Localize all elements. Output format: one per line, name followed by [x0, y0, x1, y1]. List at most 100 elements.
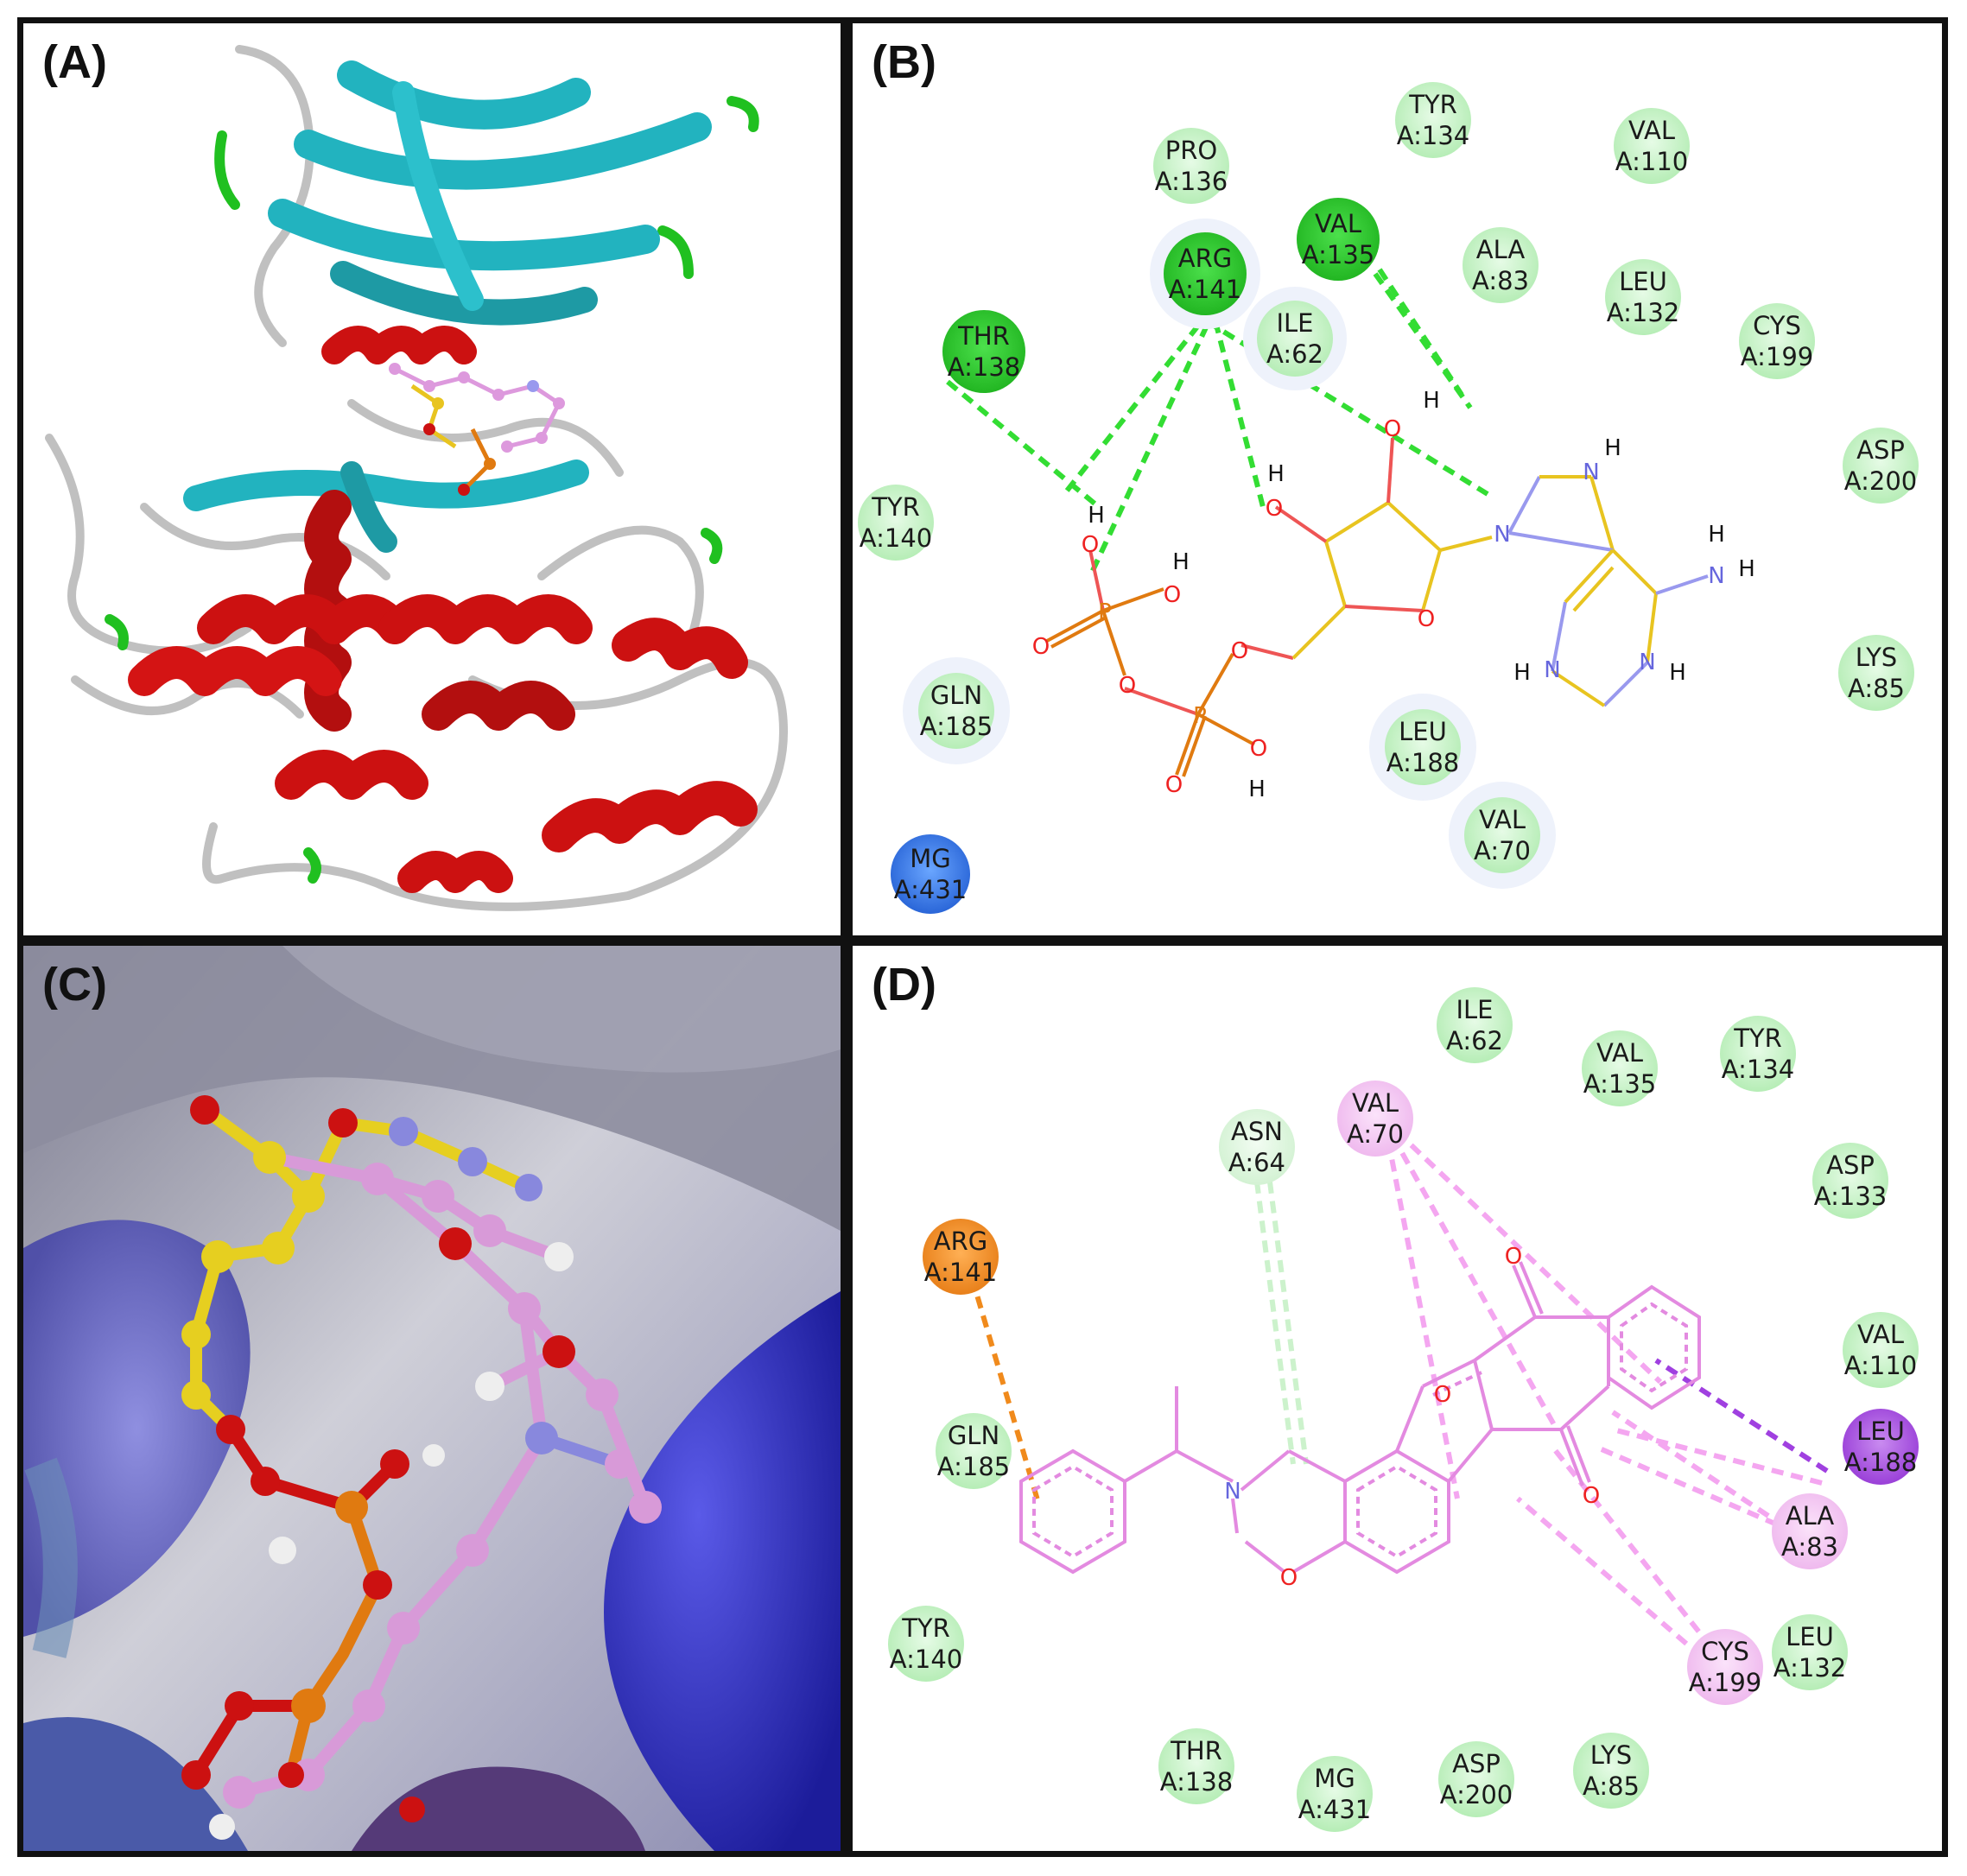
svg-text:LEU: LEU: [1856, 1417, 1905, 1446]
atom-o: O: [1583, 1483, 1600, 1509]
svg-text:CYS: CYS: [1701, 1637, 1749, 1666]
atom-o: O: [1384, 416, 1401, 442]
sheet-strand: [392, 81, 484, 311]
turn: [303, 847, 321, 884]
native-ligand-structure: [1046, 437, 1709, 777]
svg-text:A:188: A:188: [1844, 1448, 1917, 1477]
svg-text:A:110: A:110: [1615, 147, 1688, 176]
pi-alkyl-cys199-b: [1516, 1496, 1718, 1672]
panel-d-interaction-diagram: (D): [847, 940, 1948, 1857]
panel-c-label: (C): [42, 959, 107, 1011]
atom-h: H: [1267, 461, 1285, 487]
svg-text:GLN: GLN: [948, 1421, 999, 1450]
hbond-arg141-o2: [1088, 324, 1209, 578]
svg-text:A:136: A:136: [1155, 167, 1228, 196]
svg-text:TYR: TYR: [871, 492, 920, 522]
test-compound-structure: [1019, 1261, 1701, 1575]
svg-text:A:200: A:200: [1440, 1780, 1513, 1809]
helix: [612, 618, 748, 679]
atom-h: H: [1423, 388, 1440, 414]
atom-o: O: [1032, 634, 1050, 660]
atom-o: O: [1231, 638, 1248, 664]
pi-alkyl-ala83-b: [1594, 1444, 1779, 1527]
turn: [105, 614, 129, 650]
svg-text:GLN: GLN: [930, 681, 982, 710]
pi-alkyl-cys199-a: [1550, 1445, 1726, 1664]
atom-h: H: [1172, 549, 1190, 575]
atom-o: O: [1165, 772, 1183, 798]
atom-p: P: [1098, 599, 1112, 625]
helix: [542, 781, 758, 852]
sheet-strand: [340, 461, 397, 553]
atom-h: H: [1669, 660, 1686, 686]
svg-text:TYR: TYR: [901, 1613, 950, 1643]
turn: [727, 96, 759, 132]
binding-pocket-illustration: [23, 946, 841, 1851]
hbond-val135b: [1373, 272, 1473, 409]
carbon-hbond-asn64-a: [1252, 1161, 1296, 1465]
svg-text:LEU: LEU: [1786, 1622, 1834, 1651]
svg-text:A:70: A:70: [1347, 1119, 1404, 1149]
atom-h: H: [1738, 556, 1755, 582]
svg-text:ASP: ASP: [1826, 1150, 1875, 1180]
helix: [275, 750, 428, 800]
svg-text:A:64: A:64: [1228, 1148, 1285, 1177]
carbon-hbond-asn64-b: [1265, 1161, 1309, 1465]
svg-text:MG: MG: [910, 844, 951, 873]
svg-text:A:140: A:140: [860, 523, 932, 553]
atom-o: O: [1164, 582, 1181, 608]
svg-text:A:199: A:199: [1689, 1668, 1761, 1697]
atom-h: H: [1604, 435, 1621, 461]
svg-text:A:185: A:185: [937, 1452, 1010, 1481]
hbond-arg141-o3: [1213, 320, 1266, 508]
svg-text:TYR: TYR: [1408, 90, 1457, 119]
panel-c-binding-pocket-3d: (C): [17, 940, 847, 1857]
svg-text:A:62: A:62: [1266, 339, 1323, 369]
svg-text:PRO: PRO: [1165, 136, 1217, 165]
helix: [197, 594, 411, 644]
atom-h: H: [1088, 503, 1105, 529]
svg-text:A:70: A:70: [1474, 836, 1531, 865]
pi-alkyl-val70-b: [1390, 1134, 1559, 1431]
svg-text:THR: THR: [1170, 1736, 1222, 1765]
svg-text:A:135: A:135: [1583, 1069, 1656, 1099]
atom-o: O: [1119, 673, 1136, 699]
turn: [214, 130, 240, 210]
residue-d-15: MGA:431: [1297, 1756, 1373, 1832]
svg-text:VAL: VAL: [1479, 805, 1526, 834]
pi-alkyl-leu188: [1612, 1427, 1823, 1486]
helix: [378, 594, 593, 644]
atom-h: H: [1248, 776, 1266, 802]
panel-d-label: (D): [872, 959, 936, 1011]
helix: [422, 681, 575, 731]
svg-text:LEU: LEU: [1399, 717, 1447, 746]
pi-alkyl-val70-c: [1394, 1129, 1663, 1385]
coil: [140, 503, 390, 580]
sheet-strand: [330, 261, 598, 326]
atom-o: O: [1280, 1565, 1298, 1591]
svg-text:ILE: ILE: [1276, 308, 1313, 338]
svg-text:A:132: A:132: [1773, 1653, 1846, 1683]
svg-text:A:141: A:141: [924, 1258, 997, 1287]
sheet-strand: [183, 459, 589, 511]
atom-n: N: [1708, 563, 1724, 589]
